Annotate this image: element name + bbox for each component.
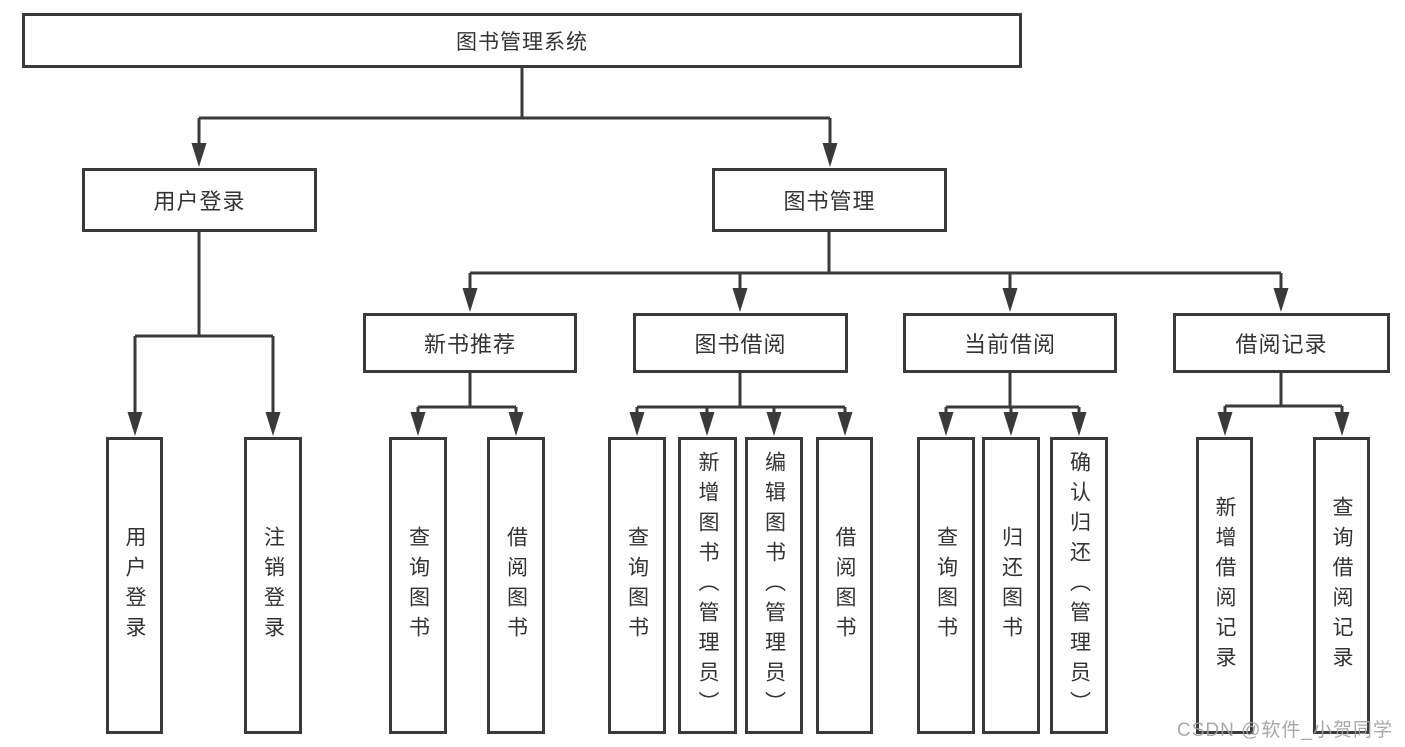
arrowhead-icon [1273,288,1289,312]
arrowhead-icon [732,288,748,312]
connector-current-to-leaves [944,373,1081,418]
leaf-confirm-return-admin-label: 确认归还（管理员） [1067,450,1091,721]
leaf-borrow-books-label: 借阅图书 [833,525,856,646]
connector-records-to-leaves [1223,373,1344,418]
arrowhead-icon [1217,412,1233,436]
leaf-add-books-admin: 新增图书（管理员） [678,437,737,734]
connector-bookmgmt-to-level3 [468,232,1283,294]
node-root-label: 图书管理系统 [456,30,588,54]
leaf-user-login-label: 用户登录 [123,525,146,646]
leaf-query-books-borrow-label: 查询图书 [625,525,649,646]
arrowhead-icon [462,288,478,312]
arrowhead-icon [629,412,645,436]
node-user-login-label: 用户登录 [153,189,246,214]
arrowhead-icon [1002,288,1018,312]
arrowhead-icon [508,412,524,436]
leaf-query-books-current-label: 查询图书 [934,525,958,646]
leaf-return-books: 归还图书 [982,437,1040,734]
leaf-query-books-current: 查询图书 [917,437,975,734]
node-new-book-recommend-label: 新书推荐 [423,332,516,357]
leaf-borrow-books-recommend-label: 借阅图书 [504,525,528,646]
node-current-borrow-label: 当前借阅 [963,332,1056,357]
leaf-add-borrow-record: 新增借阅记录 [1196,437,1253,734]
leaf-add-books-admin-label: 新增图书（管理员） [696,450,719,721]
node-book-borrow-label: 图书借阅 [694,332,787,357]
arrowhead-icon [1071,412,1087,436]
leaf-query-books-recommend-label: 查询图书 [406,525,430,646]
leaf-query-books-borrow: 查询图书 [608,437,666,734]
node-root-system: 图书管理系统 [22,13,1022,68]
node-book-borrow: 图书借阅 [633,313,848,373]
node-book-management-label: 图书管理 [783,189,876,214]
arrowhead-icon [410,412,426,436]
arrowhead-icon [938,412,954,436]
node-book-management: 图书管理 [712,168,947,232]
leaf-borrow-books: 借阅图书 [816,437,873,734]
arrowhead-icon [699,412,715,436]
leaf-confirm-return-admin: 确认归还（管理员） [1050,437,1108,734]
leaf-add-borrow-record-label: 新增借阅记录 [1213,495,1236,676]
node-borrow-records: 借阅记录 [1173,313,1390,373]
arrowhead-icon [766,412,782,436]
arrowhead-icon [822,143,838,167]
leaf-query-books-recommend: 查询图书 [389,437,447,734]
leaf-edit-books-admin-label: 编辑图书（管理员） [762,450,786,721]
arrowhead-icon [265,412,281,436]
arrowhead-icon [1003,412,1019,436]
leaf-logout: 注销登录 [244,437,302,734]
leaf-user-login: 用户登录 [106,437,163,734]
node-borrow-records-label: 借阅记录 [1235,332,1328,357]
leaf-query-borrow-record: 查询借阅记录 [1313,437,1370,734]
node-user-login: 用户登录 [82,168,317,232]
leaf-query-borrow-record-label: 查询借阅记录 [1330,495,1353,676]
connector-root-to-level2 [197,68,832,149]
node-current-borrow: 当前借阅 [903,313,1117,373]
leaf-borrow-books-recommend: 借阅图书 [487,437,545,734]
leaf-logout-label: 注销登录 [261,525,285,646]
leaf-return-books-label: 归还图书 [999,525,1023,646]
leaf-edit-books-admin: 编辑图书（管理员） [745,437,803,734]
connector-borrow-to-leaves [635,373,847,418]
arrowhead-icon [127,412,143,436]
connector-newbooks-to-leaves [416,373,518,418]
arrowhead-icon [191,143,207,167]
connector-userlogin-to-leaves [133,232,275,418]
arrowhead-icon [837,412,853,436]
watermark: CSDN @软件_小贺同学 [1177,720,1393,741]
node-new-book-recommend: 新书推荐 [363,313,577,373]
arrowhead-icon [1334,412,1350,436]
